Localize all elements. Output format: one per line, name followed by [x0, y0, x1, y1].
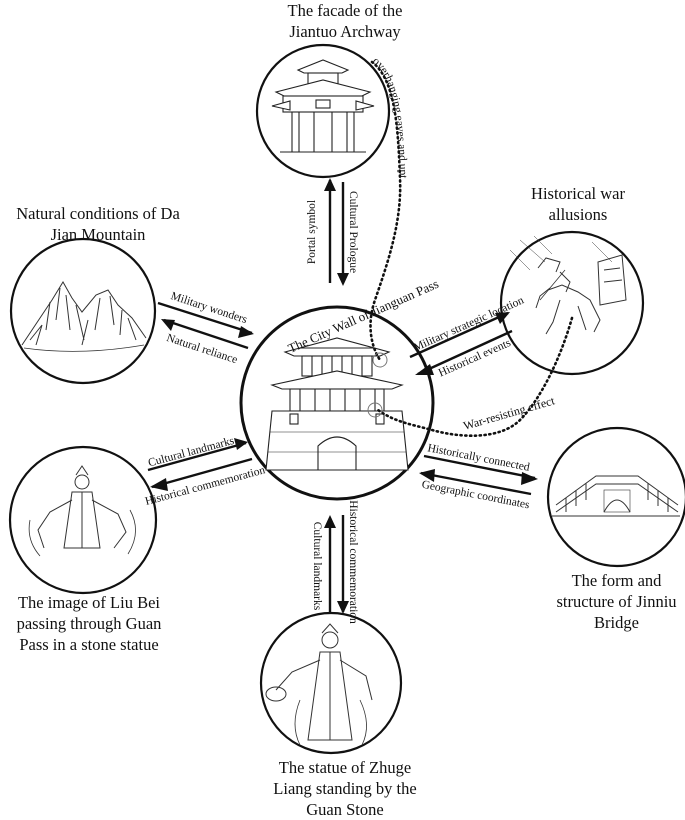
- label-bottom-out: Cultural landmarks: [311, 522, 323, 611]
- label-lower-left-in: Cultural landmarks: [147, 435, 236, 470]
- war-illustration: [509, 235, 627, 335]
- dotted-link-war: [376, 316, 574, 437]
- label-top-out: Portal symbol: [306, 200, 318, 264]
- zhuge-liang-statue-illustration: [265, 623, 373, 746]
- arrow-lower-left-out: [151, 457, 253, 489]
- label-upper-right-out: Historical events: [437, 337, 513, 380]
- node-title-bottom: The statue of Zhuge Liang standing by th…: [273, 758, 417, 819]
- mountain-illustration: [21, 281, 147, 352]
- jinniu-bridge-illustration: [552, 475, 680, 517]
- lower-right-circle: [546, 426, 685, 568]
- archway-illustration: [271, 59, 375, 153]
- arrow-upper-left-out: [163, 318, 249, 350]
- label-top-in: Cultural Prologue: [347, 191, 359, 273]
- label-upper-left-in: Military wonders: [169, 290, 249, 326]
- arrow-upper-left-in: [157, 301, 253, 335]
- node-title-lower-left: The image of Liu Bei passing through Gua…: [16, 593, 162, 654]
- upper-right-circle: [499, 230, 645, 376]
- arrow-upper-right-out: [417, 329, 513, 376]
- war-endpoint-marker: [367, 402, 383, 418]
- arrow-lower-right-in: [423, 454, 536, 480]
- label-lower-right-in: Historically connected: [426, 442, 530, 474]
- node-title-top: The facade of the Jiantuo Archway: [287, 1, 403, 41]
- arrow-lower-left-in: [147, 441, 247, 472]
- arrow-lower-right-out: [420, 471, 532, 496]
- label-war-resisting: War-resisting effect: [462, 393, 557, 433]
- lower-left-circle: [8, 445, 158, 595]
- arrows: [147, 178, 538, 614]
- label-bottom-in: Historical commemoration: [347, 500, 359, 624]
- dotted-link-eaves: [369, 60, 402, 362]
- liu-bei-statue-illustration: [28, 465, 136, 557]
- eaves-endpoint-marker: [372, 352, 388, 368]
- dotted-links: [369, 60, 574, 437]
- arrow-upper-right-in: [409, 311, 509, 359]
- label-upper-left-out: Natural reliance: [165, 332, 239, 366]
- node-title-upper-right: Historical war allusions: [531, 184, 625, 224]
- city-wall-illustration: [265, 337, 409, 471]
- top-circle: [255, 43, 391, 179]
- node-title-lower-right: The form and structure of Jinniu Bridge: [556, 571, 677, 632]
